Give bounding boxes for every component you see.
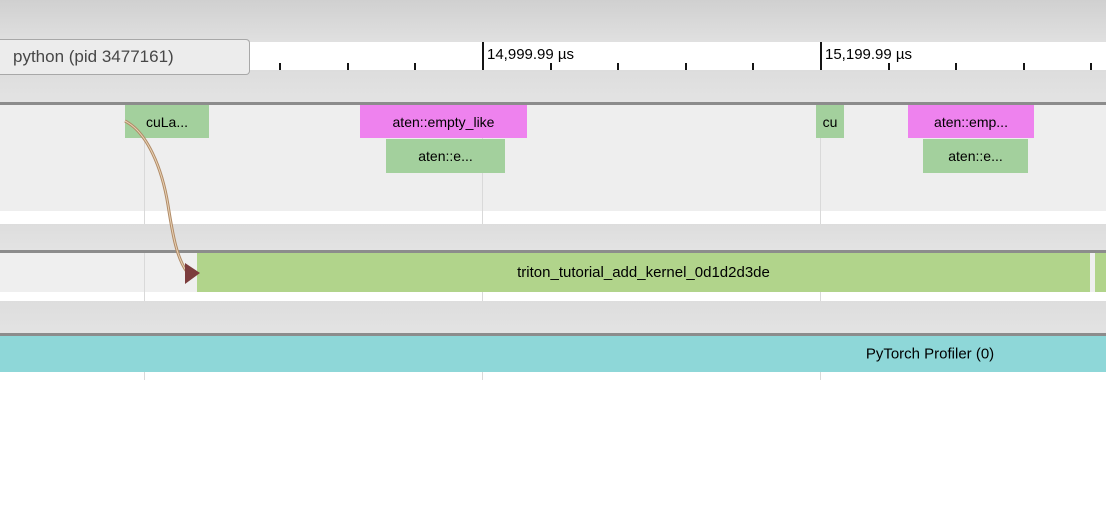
ruler-minor-tick <box>347 63 349 70</box>
ruler-minor-tick <box>279 63 281 70</box>
trace-slice[interactable]: cu <box>816 105 844 138</box>
ruler-minor-tick <box>550 63 552 70</box>
ruler-minor-tick <box>1023 63 1025 70</box>
track-group-header-python[interactable] <box>0 70 1106 105</box>
pytorch-profiler-slice-label: PyTorch Profiler (0) <box>865 345 995 363</box>
ruler-minor-tick <box>685 63 687 70</box>
trace-slice[interactable]: aten::emp... <box>908 105 1034 138</box>
trace-slice[interactable]: aten::empty_like <box>360 105 527 138</box>
pytorch-profiler-slice[interactable]: PyTorch Profiler (0) <box>0 336 1106 372</box>
track-group-header-profiler[interactable] <box>0 301 1106 336</box>
ruler-tick-label: 14,999.99 µs <box>487 46 575 63</box>
track-group-header-stream[interactable] <box>0 224 1106 253</box>
ruler-tick-label: 15,199.99 µs <box>825 46 913 63</box>
ruler-major-tick <box>482 42 484 70</box>
window-chrome-band <box>0 0 1106 42</box>
process-tab-label: python (pid 3477161) <box>13 47 174 66</box>
trace-slice[interactable] <box>1095 253 1106 292</box>
trace-slice[interactable]: triton_tutorial_add_kernel_0d1d2d3de <box>197 253 1090 292</box>
process-tab-python[interactable]: python (pid 3477161) <box>0 39 250 75</box>
ruler-minor-tick <box>888 63 890 70</box>
ruler-minor-tick <box>1090 63 1092 70</box>
trace-slice[interactable]: cuLa... <box>125 105 209 138</box>
ruler-minor-tick <box>617 63 619 70</box>
ruler-minor-tick <box>752 63 754 70</box>
trace-slice[interactable]: aten::e... <box>923 139 1028 173</box>
ruler-minor-tick <box>955 63 957 70</box>
trace-slice[interactable]: aten::e... <box>386 139 505 173</box>
ruler-major-tick <box>820 42 822 70</box>
ruler-minor-tick <box>414 63 416 70</box>
